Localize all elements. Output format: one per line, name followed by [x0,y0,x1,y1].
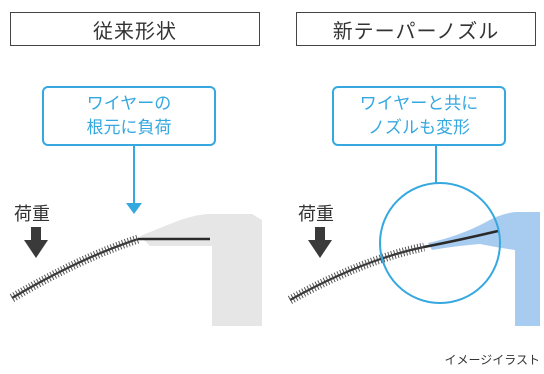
right-title: 新テーパーノズル [296,12,536,46]
right-highlight-circle [379,182,501,304]
right-nozzle [428,212,540,326]
left-nozzle [140,214,262,326]
left-callout: ワイヤーの 根元に負荷 [42,86,216,146]
right-wire-in-nozzle [423,229,499,249]
right-load-label: 荷重 [298,204,334,225]
left-title: 従来形状 [10,12,260,46]
left-callout-line-2: 根元に負荷 [86,118,172,138]
left-pointer-head [126,203,142,214]
right-callout: ワイヤーと共に ノズルも変形 [332,86,506,146]
right-callout-line-1: ワイヤーと共に [359,94,479,114]
caption: イメージイラスト [444,353,540,367]
left-load-label: 荷重 [14,204,50,225]
right-callout-line-2: ノズルも変形 [368,118,470,138]
left-callout-line-1: ワイヤーの [86,94,172,114]
left-load-arrow [24,227,48,258]
right-load-arrow [308,227,332,258]
